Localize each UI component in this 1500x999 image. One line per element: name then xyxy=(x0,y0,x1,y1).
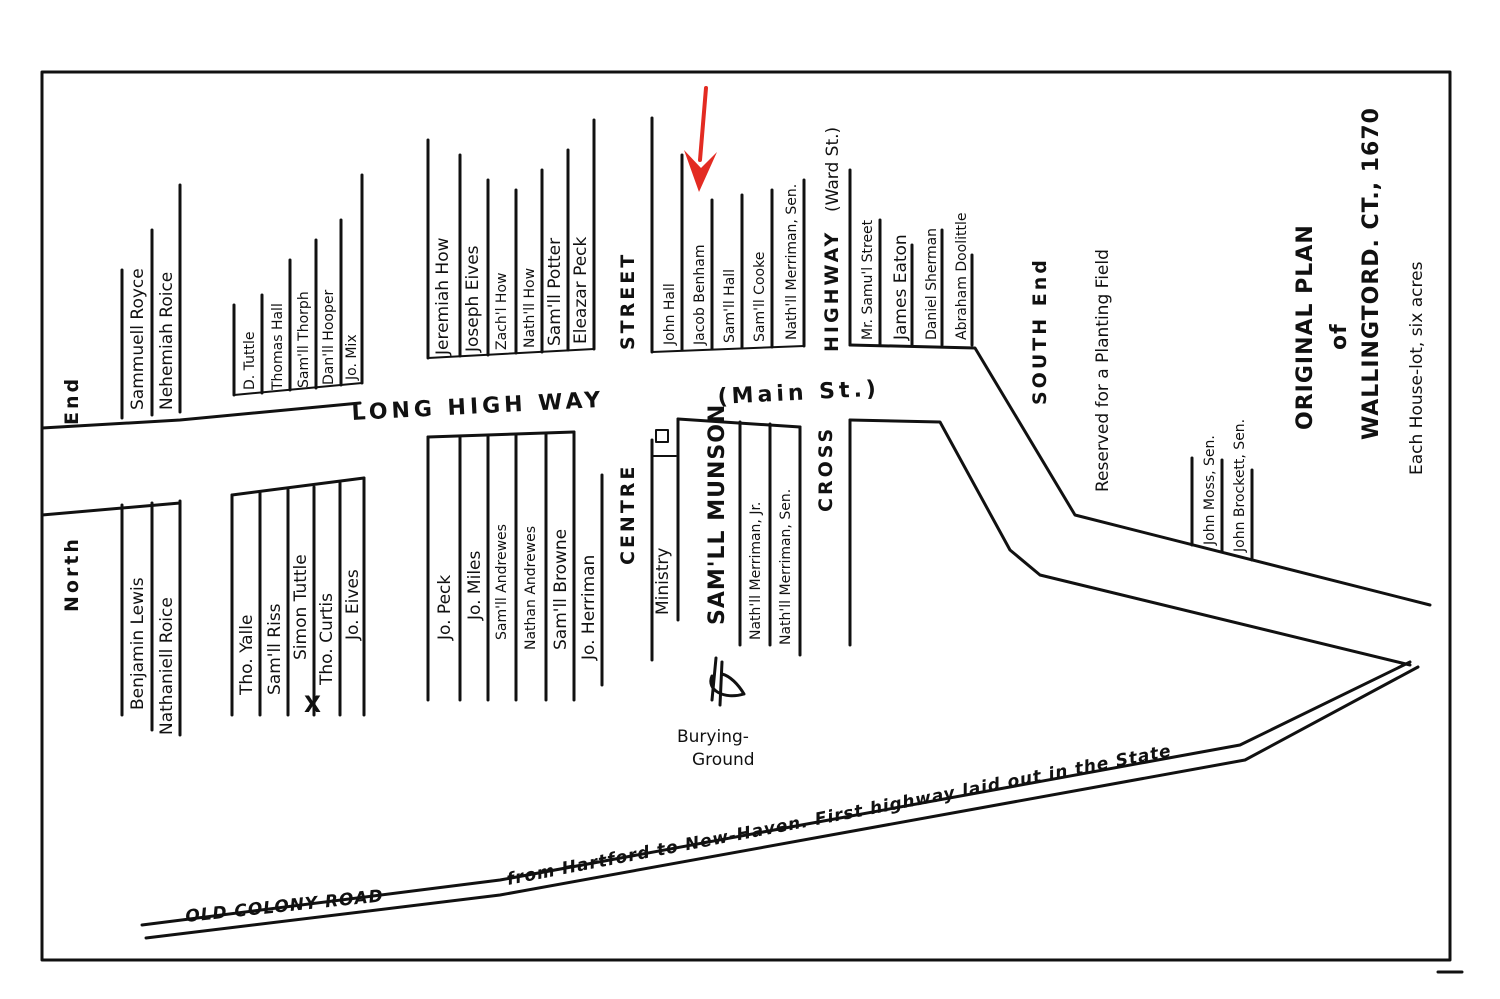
north-label: North xyxy=(61,536,83,612)
owner-name: Dan'll Hooper xyxy=(321,290,337,385)
owner-name: Sam'll Hall xyxy=(722,269,738,343)
lot-group-two-upper xyxy=(232,173,364,397)
burying-ground-label-1: Burying- xyxy=(677,727,749,747)
main-st-label: (Main St.) xyxy=(717,377,881,410)
owner-name: Abraham Doolittle xyxy=(954,212,970,340)
owner-name: Eleazar Peck xyxy=(571,236,591,344)
south-road-inner-edge xyxy=(848,418,1412,667)
burying-ground-label-2: Ground xyxy=(692,750,755,770)
owner-name: Sam'll Browne xyxy=(551,529,571,650)
owners-group-five-upper: Mr. Samu'l Street James Eaton Daniel She… xyxy=(860,212,970,341)
lot-group-north-upper xyxy=(120,183,182,420)
owner-name: Nath'll Merriman, Jr. xyxy=(748,502,764,640)
owner-name: John Hall xyxy=(662,283,678,346)
owners-north-lower: Benjamin Lewis Nathaniell Roice xyxy=(128,577,177,735)
owner-name: Thomas Hall xyxy=(270,303,286,391)
owners-north-upper: Sammuell Royce Nehemiah Roice xyxy=(128,268,177,410)
owner-name: Nath'll Merriman, Sen. xyxy=(778,489,794,645)
owner-name: John Brockett, Sen. xyxy=(1232,419,1248,553)
burying-ground-icon xyxy=(709,656,746,707)
owner-name: Nath'll How xyxy=(522,268,538,348)
owners-group-two-upper: D. Tuttle Thomas Hall Sam'll Thorph Dan'… xyxy=(242,290,360,391)
owner-name: D. Tuttle xyxy=(242,332,258,390)
owner-name: Sam'll Cooke xyxy=(752,252,768,342)
owners-group-two-lower: Tho. Yalle Sam'll Riss Simon Tuttle Tho.… xyxy=(237,554,363,718)
lot-group-two-lower xyxy=(230,476,366,717)
owner-name: Simon Tuttle xyxy=(291,554,311,660)
x-marker: X xyxy=(304,693,325,718)
lot-group-five-upper xyxy=(848,168,974,647)
owners-group-four-upper: John Hall Jacob Benham Sam'll Hall Sam'l… xyxy=(662,184,800,346)
long-highway-south-edge-2 xyxy=(230,476,366,497)
owner-name: Zach'l How xyxy=(494,273,510,350)
owner-name: Daniel Sherman xyxy=(924,228,940,340)
ward-st-label: (Ward St.) xyxy=(823,127,843,212)
long-highway-south-edge xyxy=(40,501,182,517)
owner-name: Jo. Herriman xyxy=(579,555,599,661)
hartford-note-label: from Hartford to New-Haven. First highwa… xyxy=(505,741,1173,890)
owner-name: Jeremiah How xyxy=(433,237,453,356)
old-colony-road-edge-1 xyxy=(140,660,1412,927)
street-label: STREET xyxy=(617,252,639,350)
owner-name: Jo. Mix xyxy=(344,334,360,381)
lot-group-south xyxy=(1190,456,1254,562)
owner-name: Tho. Curtis xyxy=(317,593,337,686)
highway-label: HIGHWAY xyxy=(821,230,843,352)
owner-name: Nath'll Merriman, Sen. xyxy=(784,184,800,340)
lot-group-four-lower xyxy=(650,417,802,662)
long-highway-label: LONG HIGH WAY xyxy=(351,388,605,426)
owner-name: Nathaniell Roice xyxy=(157,597,177,735)
owner-name: Mr. Samu'l Street xyxy=(860,219,876,340)
owner-name: Sam'll Thorph xyxy=(296,291,312,388)
old-colony-road-edge-2 xyxy=(144,665,1420,940)
owner-name-munson: SAM'LL MUNSON xyxy=(705,404,730,625)
owner-name: Sam'll Riss xyxy=(265,603,285,695)
end-label: End xyxy=(61,376,83,425)
map-title-line2: of xyxy=(1327,323,1352,350)
owner-name: Sam'll Potter xyxy=(545,238,565,346)
owner-name: Joseph Eives xyxy=(463,245,483,353)
owner-name: Nehemiah Roice xyxy=(157,272,177,410)
red-arrow-icon xyxy=(684,86,717,192)
owners-south: John Moss, Sen. John Brockett, Sen. xyxy=(1202,419,1248,553)
owner-name: Sammuell Royce xyxy=(128,268,148,410)
centre-label: CENTRE xyxy=(617,464,639,565)
south-road-outer-edge xyxy=(848,343,1432,607)
lot-group-north-lower xyxy=(120,499,182,737)
long-highway-north-edge xyxy=(40,401,362,430)
owner-name: Tho. Yalle xyxy=(237,615,257,696)
owner-name: Benjamin Lewis xyxy=(128,577,148,710)
cross-label: CROSS xyxy=(815,426,837,512)
owner-name: Sam'll Andrewes xyxy=(494,524,510,640)
map-title-line4: Each House-lot, six acres xyxy=(1407,261,1427,475)
lot-group-three-upper xyxy=(426,118,596,360)
owner-name: Jo. Peck xyxy=(435,575,455,641)
long-highway-south-edge-3 xyxy=(426,430,576,439)
reserved-field-label: Reserved for a Planting Field xyxy=(1093,249,1113,492)
lot-group-three-lower xyxy=(426,430,604,702)
owner-name: James Eaton xyxy=(891,234,911,341)
owners-group-three-upper: Jeremiah How Joseph Eives Zach'l How Nat… xyxy=(433,236,591,356)
south-end-label: SOUTH End xyxy=(1029,257,1051,405)
owner-name: Jo. Miles xyxy=(465,551,485,621)
owners-group-three-lower: Jo. Peck Jo. Miles Sam'll Andrewes Natha… xyxy=(435,524,599,661)
ministry-label: Ministry xyxy=(653,548,673,615)
map-title-line1: ORIGINAL PLAN xyxy=(1293,224,1318,430)
owner-name: John Moss, Sen. xyxy=(1202,435,1218,546)
lot-group-four-upper xyxy=(650,116,806,354)
owner-name: Jo. Eives xyxy=(343,569,363,641)
owners-group-four-lower: SAM'LL MUNSON Nath'll Merriman, Jr. Nath… xyxy=(705,404,794,645)
owner-name-highlighted: Jacob Benham xyxy=(692,245,708,347)
owner-name: Nathan Andrewes xyxy=(523,526,539,650)
map-title-line3: WALLINGTORD. CT., 1670 xyxy=(1359,107,1384,440)
